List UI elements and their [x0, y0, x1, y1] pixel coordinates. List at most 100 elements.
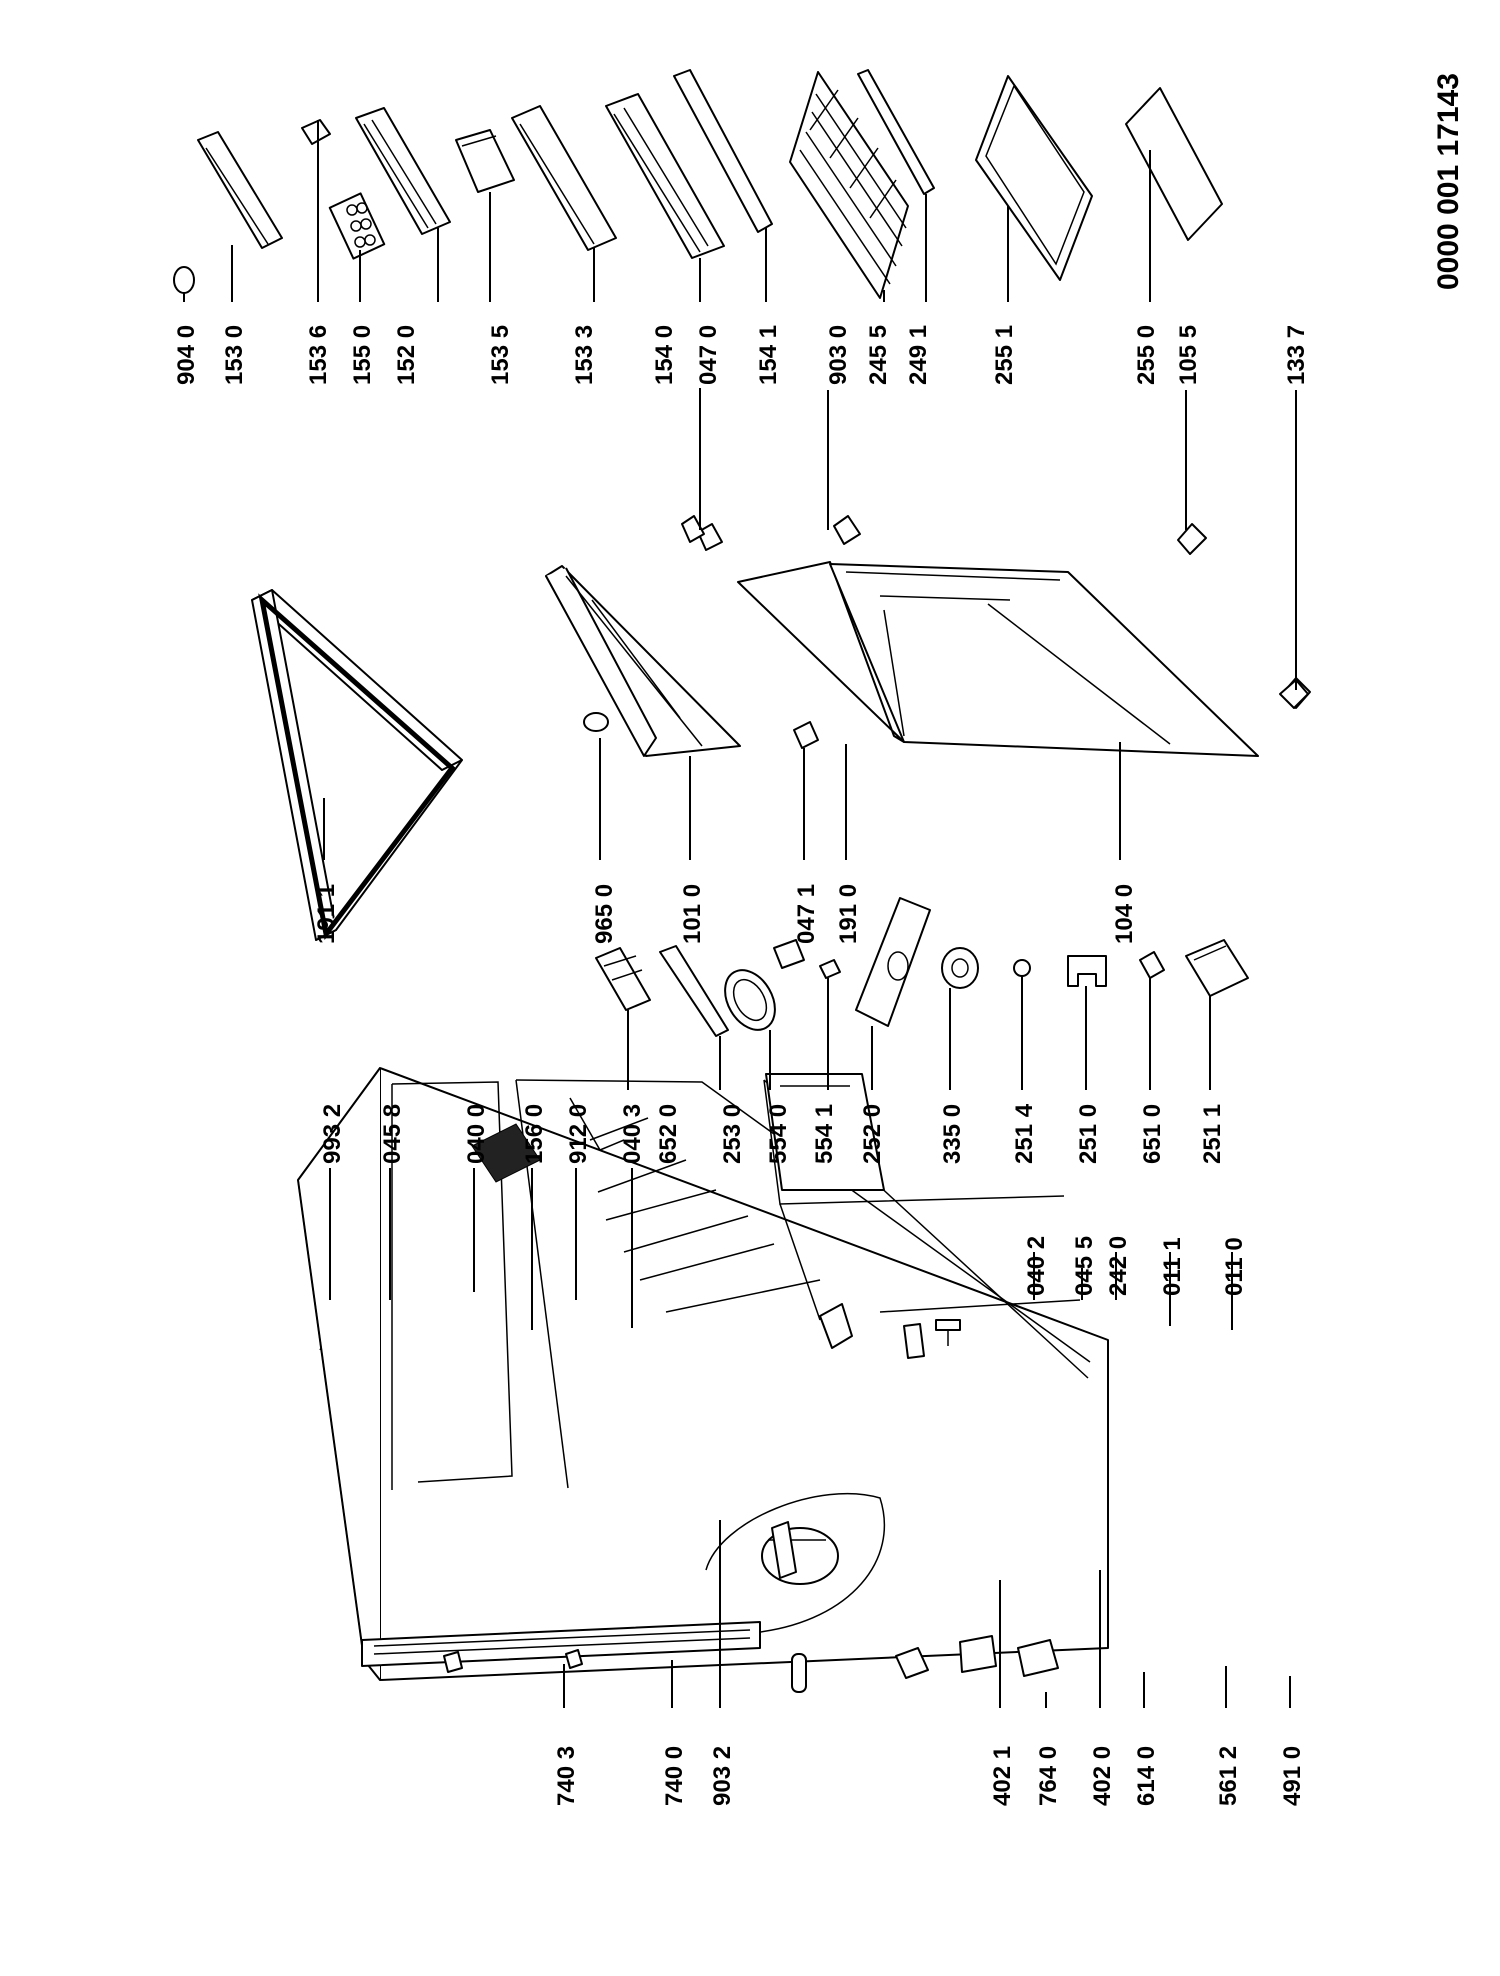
- side-hinge-pin: [443, 1651, 463, 1673]
- label-251-4: 251 4: [1011, 1103, 1038, 1164]
- switch-clip: [819, 959, 841, 979]
- lamp-housing-ring: [724, 969, 776, 1031]
- door-gasket-frame: [251, 589, 463, 941]
- overload-protector: [959, 1635, 997, 1673]
- label-153-0: 153 0: [221, 325, 248, 385]
- label-242-0: 242 0: [1105, 1236, 1132, 1296]
- door-shelf-lower: [605, 93, 725, 259]
- label-965-0: 965 0: [591, 884, 618, 944]
- label-154-1: 154 1: [755, 325, 782, 385]
- label-245-5: 245 5: [865, 325, 892, 385]
- label-152-0: 152 0: [393, 325, 420, 385]
- relay-box: [1185, 939, 1249, 997]
- label-740-0: 740 0: [661, 1746, 688, 1806]
- egg-tray: [328, 192, 386, 260]
- label-040-3: 040 3: [619, 1104, 646, 1164]
- label-904-0: 904 0: [173, 325, 200, 385]
- glass-shelf-framed: [975, 75, 1093, 281]
- hinge-upper-right: [681, 515, 705, 543]
- label-652-0: 652 0: [655, 1104, 682, 1164]
- shelf-edge-strip: [857, 69, 935, 195]
- label-614-0: 614 0: [1133, 1746, 1160, 1806]
- label-105-5: 105 5: [1175, 325, 1202, 385]
- grommet: [1013, 959, 1031, 977]
- egg-holder-cap: [173, 266, 195, 294]
- label-903-0: 903 0: [825, 325, 852, 385]
- label-040-2: 040 2: [1023, 1236, 1050, 1296]
- label-251-1: 251 1: [1199, 1104, 1226, 1164]
- label-255-1: 255 1: [991, 325, 1018, 385]
- glass-plate: [1125, 87, 1223, 241]
- door-hinge-knob: [583, 712, 609, 732]
- label-491-0: 491 0: [1279, 1746, 1306, 1806]
- cabinet-bracket-hinge: [819, 1303, 853, 1349]
- label-903-2: 903 2: [709, 1746, 736, 1806]
- label-154-0: 154 0: [651, 325, 678, 385]
- door-tray-small: [355, 107, 451, 235]
- light-cover: [855, 897, 931, 1027]
- label-047-0: 047 0: [695, 325, 722, 385]
- label-153-6: 153 6: [305, 325, 332, 385]
- label-253-0: 253 0: [719, 1104, 746, 1164]
- door-seal-plug: [941, 947, 979, 989]
- label-133-7: 133 7: [1283, 325, 1310, 385]
- label-764-0: 764 0: [1035, 1746, 1062, 1806]
- part-labels: 904 0 153 0 153 6 155 0 152 0 153 5 153 …: [173, 325, 1310, 1806]
- dairy-box: [455, 129, 515, 193]
- hinge-cover-small: [1177, 523, 1207, 555]
- leader-lines: [183, 120, 1297, 1708]
- label-104-0: 104 0: [1111, 884, 1138, 944]
- drier-filter: [791, 1653, 807, 1693]
- label-554-0: 554 0: [765, 1104, 792, 1164]
- label-153-5: 153 5: [487, 325, 514, 385]
- label-155-0: 155 0: [349, 325, 376, 385]
- label-651-0: 651 0: [1139, 1104, 1166, 1164]
- hinge-small-upper: [697, 523, 723, 551]
- condenser-coil-outline: [705, 1493, 886, 1633]
- label-252-0: 252 0: [859, 1104, 886, 1164]
- label-011-0: 011 0: [1221, 1237, 1248, 1296]
- foot-cover-right: [1279, 679, 1309, 709]
- label-993-2: 993 2: [319, 1104, 346, 1164]
- label-011-1: 011 1: [1159, 1237, 1186, 1296]
- bottle-shelf: [197, 131, 283, 249]
- label-251-0: 251 0: [1075, 1104, 1102, 1164]
- hinge-small-lower: [793, 721, 819, 749]
- fridge-door-panel: [737, 561, 1259, 757]
- refrigerator-cabinet: [297, 1067, 1109, 1681]
- door-shelf-rail: [673, 69, 773, 233]
- bottom-vent-grille: [361, 1621, 761, 1667]
- label-047-1: 047 1: [793, 884, 820, 944]
- label-101-0: 101 0: [679, 884, 706, 944]
- terminal-cover: [1017, 1639, 1059, 1677]
- label-740-3: 740 3: [553, 1746, 580, 1806]
- label-561-2: 561 2: [1215, 1746, 1242, 1806]
- label-912-0: 912 0: [565, 1104, 592, 1164]
- bracket-part: [301, 119, 331, 145]
- label-040-0: 040 0: [463, 1104, 490, 1164]
- relay-mount-plate: [1067, 955, 1107, 987]
- document-number: 0000 001 17143: [1432, 73, 1465, 290]
- label-153-3: 153 3: [571, 325, 598, 385]
- crisper-drawer: [765, 1073, 885, 1191]
- evaporator-grid: [471, 1123, 541, 1183]
- capillary-sensor: [659, 945, 729, 1037]
- cable-clip: [1139, 951, 1165, 979]
- label-045-8: 045 8: [379, 1104, 406, 1164]
- label-402-1: 402 1: [989, 1746, 1016, 1806]
- label-191-1: 191 1: [313, 884, 340, 944]
- hinge-lower-right: [833, 515, 861, 545]
- label-402-0: 402 0: [1089, 1746, 1116, 1806]
- label-191-0: 191 0: [835, 884, 862, 944]
- adjustable-foot: [935, 1319, 961, 1346]
- wire-shelf-grid: [789, 71, 909, 299]
- door-shelf-upper: [511, 105, 617, 251]
- bottom-hinge-plate: [903, 1323, 925, 1359]
- door-pivot: [565, 1649, 583, 1669]
- label-335-0: 335 0: [939, 1104, 966, 1164]
- compressor-relay: [771, 1521, 797, 1579]
- label-554-1: 554 1: [811, 1104, 838, 1164]
- label-156-0: 156 0: [521, 1104, 548, 1164]
- label-249-1: 249 1: [905, 325, 932, 385]
